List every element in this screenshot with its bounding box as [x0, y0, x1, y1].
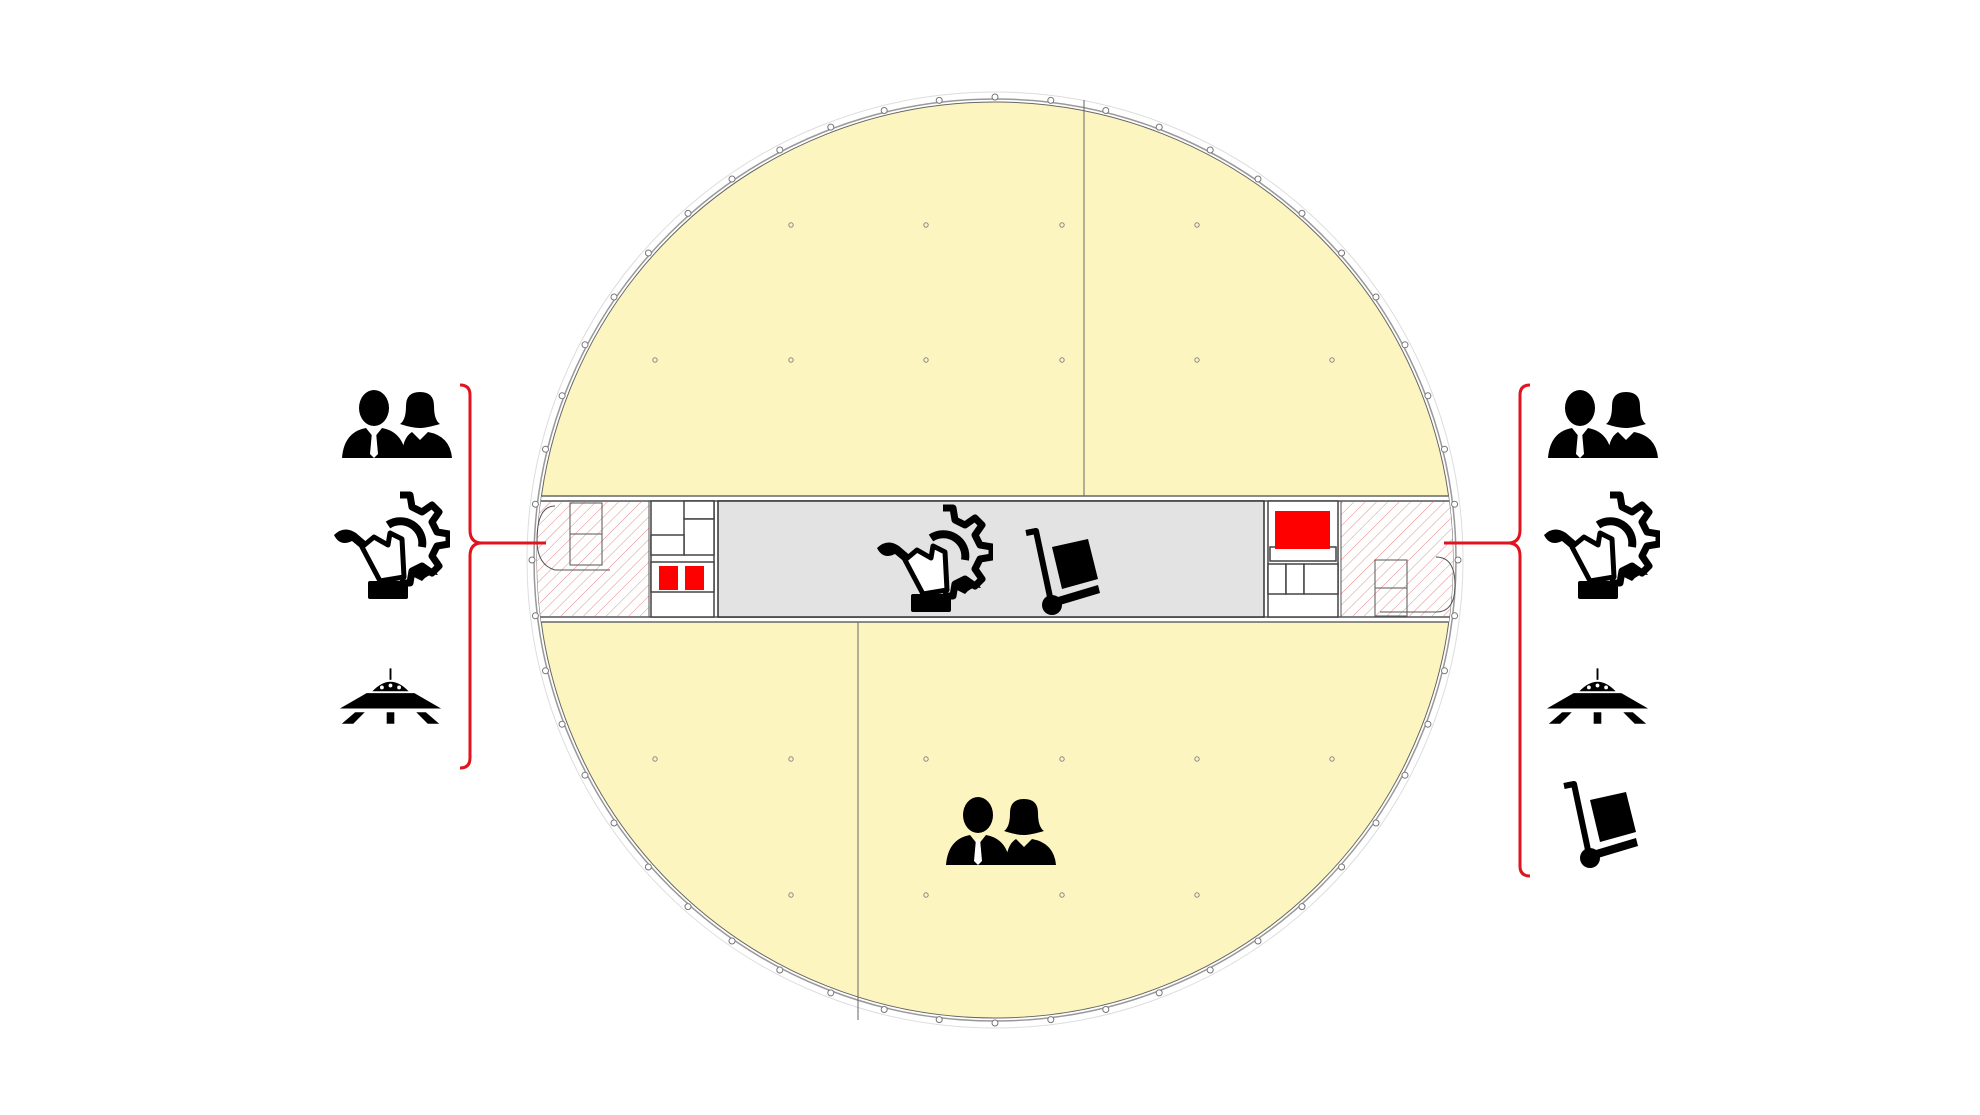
mullion: [1454, 556, 1462, 564]
column: [1059, 222, 1065, 228]
mullion: [935, 96, 943, 104]
mullion: [531, 500, 539, 508]
mullion: [1424, 720, 1432, 728]
maintenance-icon: [1544, 495, 1659, 599]
mullion: [1155, 123, 1163, 131]
mullion: [558, 392, 566, 400]
column: [1194, 756, 1200, 762]
facade-mullions: [528, 93, 1462, 1027]
highlight-room: [659, 566, 678, 590]
mullion: [1298, 903, 1306, 911]
mullion: [531, 612, 539, 620]
mullion: [827, 123, 835, 131]
mullion: [880, 1006, 888, 1013]
mullion: [1372, 819, 1380, 827]
mullion: [1254, 175, 1262, 183]
people-icon: [1548, 390, 1658, 458]
mullion: [728, 175, 736, 183]
mullion: [776, 966, 784, 974]
mullion: [1338, 863, 1346, 871]
mullion: [776, 146, 784, 154]
mullion: [1102, 107, 1110, 114]
column: [1059, 357, 1065, 363]
column: [923, 357, 929, 363]
column: [1194, 357, 1200, 363]
mullion: [581, 341, 589, 349]
mullion: [1451, 612, 1459, 620]
mullion: [1047, 1016, 1055, 1024]
outer-facade-line: [526, 91, 1464, 1029]
mullion: [610, 819, 618, 827]
mullion: [1254, 937, 1262, 945]
mullion: [1401, 341, 1409, 349]
mullion: [991, 1019, 999, 1027]
left-bracket: [459, 383, 546, 770]
mullion: [880, 107, 888, 114]
right-bracket: [1444, 383, 1531, 878]
mullion: [1298, 209, 1306, 217]
column: [788, 892, 794, 898]
column: [788, 222, 794, 228]
people-icon: [342, 390, 452, 458]
column: [652, 357, 658, 363]
column: [1059, 756, 1065, 762]
column: [788, 756, 794, 762]
mullion: [684, 209, 692, 217]
mullion: [1206, 966, 1214, 974]
column: [923, 892, 929, 898]
highlight-room: [685, 566, 704, 590]
mullion: [1401, 771, 1409, 779]
mullion: [558, 720, 566, 728]
mullion: [542, 667, 549, 675]
column: [652, 756, 658, 762]
highlight-room: [1275, 511, 1330, 549]
mullion: [542, 445, 549, 453]
left-service-rooms: [650, 500, 715, 618]
mullion: [528, 556, 536, 564]
column: [923, 756, 929, 762]
stairwell-right: [1340, 500, 1453, 618]
column: [1329, 357, 1335, 363]
mullion: [581, 771, 589, 779]
mullion: [1441, 667, 1448, 675]
mullion: [1206, 146, 1214, 154]
columns: [652, 222, 1335, 898]
mullion: [935, 1016, 943, 1024]
mullion: [1102, 1006, 1110, 1013]
mullion: [991, 93, 999, 101]
hand-truck-icon: [1564, 784, 1638, 868]
stairwell-left: [537, 500, 650, 618]
mullion: [1047, 96, 1055, 104]
mullion: [644, 249, 652, 257]
column: [1329, 756, 1335, 762]
mullion: [1441, 445, 1448, 453]
column: [1194, 222, 1200, 228]
mullion: [1338, 249, 1346, 257]
column: [788, 357, 794, 363]
mullion: [1155, 989, 1163, 997]
ufo-icon: [338, 668, 443, 725]
mullion: [644, 863, 652, 871]
column: [1059, 892, 1065, 898]
mullion: [610, 293, 618, 301]
column: [923, 222, 929, 228]
maintenance-icon: [334, 495, 449, 599]
ufo-icon: [1545, 668, 1650, 725]
mullion: [1424, 392, 1432, 400]
mullion: [827, 989, 835, 997]
mullion: [684, 903, 692, 911]
column: [1194, 892, 1200, 898]
mullion: [728, 937, 736, 945]
mullion: [1372, 293, 1380, 301]
mullion: [1451, 500, 1459, 508]
